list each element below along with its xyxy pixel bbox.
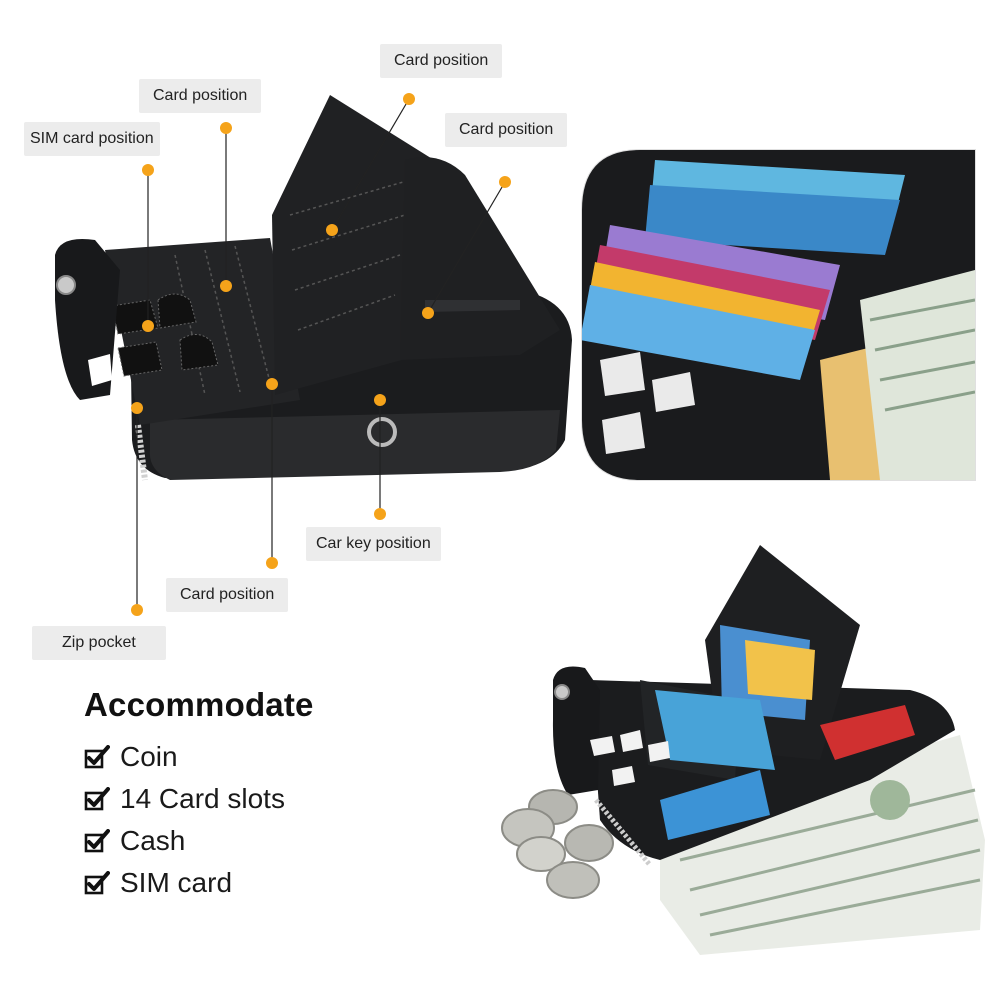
wallet-with-cash-and-coins-photo: [501, 545, 985, 955]
callout-card-top: Card position: [380, 44, 503, 78]
callout-card-right: Card position: [445, 113, 568, 147]
checkbox-check-icon: [84, 871, 110, 895]
callout-card-upper-left: Card position: [139, 79, 262, 113]
callout-dots: [131, 93, 511, 616]
callout-car-key: Car key position: [306, 527, 441, 561]
features-list: Accommodate Coin 14 Card slots Cash SIM …: [84, 686, 314, 904]
callout-sim-card: SIM card position: [24, 122, 160, 156]
checkbox-check-icon: [84, 829, 110, 853]
checkbox-check-icon: [84, 745, 110, 769]
feature-item: 14 Card slots: [84, 778, 314, 820]
open-wallet-diagram-photo: [55, 95, 572, 481]
feature-item: Coin: [84, 736, 314, 778]
feature-label: Coin: [120, 741, 178, 772]
callout-card-bottom: Card position: [166, 578, 289, 612]
feature-item: Cash: [84, 820, 314, 862]
features-title: Accommodate: [84, 686, 314, 723]
feature-label: Cash: [120, 825, 186, 856]
coins: [501, 789, 614, 899]
callout-leader-lines: [136, 98, 506, 610]
wallet-closeup-photo: [581, 149, 976, 481]
feature-label: 14 Card slots: [120, 783, 285, 814]
callout-zip-pocket: Zip pocket: [32, 626, 166, 660]
feature-item: SIM card: [84, 862, 314, 904]
checkbox-check-icon: [84, 787, 110, 811]
feature-label: SIM card: [120, 867, 233, 898]
